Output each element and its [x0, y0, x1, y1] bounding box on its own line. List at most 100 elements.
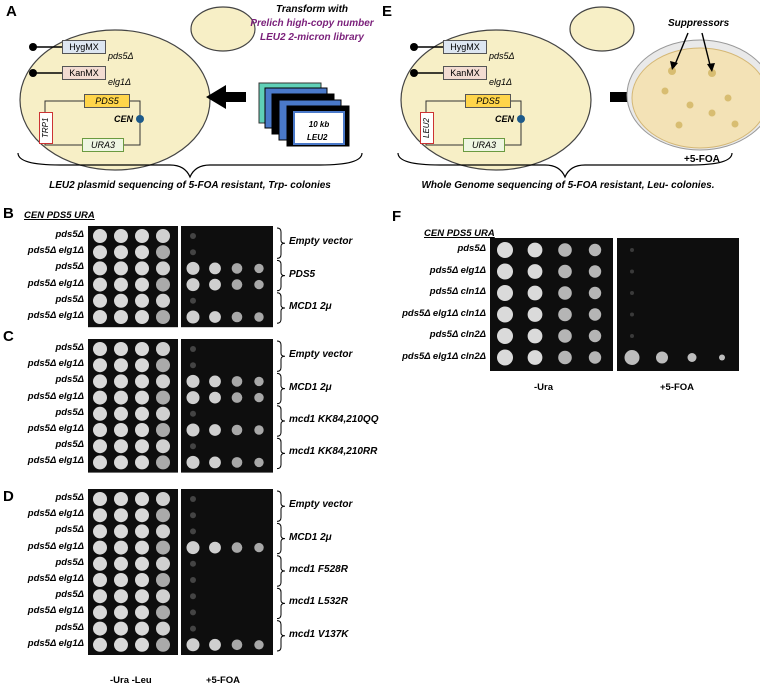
spot-right-c-6-0 — [190, 443, 196, 450]
spot-left-d-8-2 — [135, 621, 149, 636]
spot-left-d-7-2 — [135, 605, 149, 620]
spot-left-b-0-0 — [93, 229, 107, 243]
group-label-d-0: Empty vector — [289, 499, 353, 511]
group-label-b-0: Empty vector — [289, 236, 353, 248]
spot-left-c-2-3 — [156, 374, 170, 389]
spot-left-d-8-0 — [93, 621, 107, 636]
spot-right-b-3-1 — [209, 278, 221, 291]
spot-right-c-7-0 — [186, 455, 200, 469]
spot-left-c-1-1 — [114, 358, 128, 373]
spot-left-f-2-0 — [497, 285, 513, 301]
cen-label-e: CEN — [495, 114, 515, 124]
spot-left-d-7-0 — [93, 605, 107, 620]
spot-left-f-4-1 — [527, 328, 543, 344]
spot-right-b-2-0 — [186, 261, 200, 275]
spot-left-f-4-2 — [558, 329, 572, 343]
brace-c-1 — [276, 372, 286, 405]
spot-left-c-1-3 — [156, 358, 170, 373]
spot-left-d-5-3 — [156, 573, 170, 587]
spot-left-d-2-0 — [93, 524, 107, 539]
spot-left-f-0-1 — [527, 242, 543, 258]
spot-right-d-5-0 — [190, 577, 196, 583]
spot-left-d-1-3 — [156, 508, 170, 523]
brace-d-0 — [276, 490, 286, 522]
spot-right-d-4-0 — [190, 560, 196, 567]
row-label-d-1: pds5Δ elg1Δ — [27, 508, 84, 520]
ura3-box-e: URA3 — [463, 138, 505, 152]
group-label-d-2: mcd1 F528R — [289, 564, 348, 575]
spot-left-d-3-3 — [156, 540, 170, 555]
spot-right-d-3-0 — [186, 541, 200, 555]
spot-right-b-5-3 — [254, 312, 264, 322]
plasmid-marker-label: LEU2 — [307, 133, 328, 142]
spot-right-c-2-2 — [231, 376, 243, 387]
spot-left-b-4-1 — [114, 293, 128, 308]
spot-right-b-2-3 — [254, 263, 264, 274]
row-label-b-1: pds5Δ elg1Δ — [27, 245, 84, 257]
spot-right-c-7-3 — [254, 457, 264, 468]
group-label-b-1: PDS5 — [289, 268, 316, 280]
spot-left-d-1-2 — [135, 508, 149, 523]
spot-left-b-1-0 — [93, 245, 107, 260]
brace-b-2 — [276, 292, 286, 324]
spot-left-b-1-1 — [114, 245, 128, 260]
spot-right-f-1-0 — [630, 269, 634, 274]
spot-left-d-0-2 — [135, 492, 149, 506]
panel-letter-a: A — [6, 3, 17, 20]
spot-right-b-4-0 — [190, 297, 196, 304]
spot-right-b-2-1 — [209, 262, 221, 275]
spot-right-c-3-0 — [186, 391, 200, 405]
spot-left-c-4-3 — [156, 406, 170, 421]
spot-right-b-3-3 — [254, 279, 264, 290]
row-label-d-7: pds5Δ elg1Δ — [27, 605, 84, 617]
spot-left-d-4-3 — [156, 556, 170, 571]
spot-left-f-5-2 — [558, 350, 572, 365]
brace-d-3 — [276, 587, 286, 620]
transform-line-1: Transform with — [275, 4, 349, 15]
header-f: CEN PDS5 URA — [424, 228, 495, 239]
row-label-b-4: pds5Δ — [55, 293, 84, 305]
spot-right-f-5-3 — [719, 354, 725, 361]
brace-b-0 — [276, 227, 286, 259]
spot-left-d-6-2 — [135, 589, 149, 604]
row-label-f-5: pds5Δ elg1Δ cln2Δ — [402, 350, 486, 362]
plate-right-c — [181, 339, 273, 473]
spot-left-c-7-1 — [114, 455, 128, 470]
deletion-elg1-e: elg1Δ — [489, 77, 513, 87]
spot-left-b-2-1 — [114, 261, 128, 276]
spot-right-c-3-1 — [209, 391, 221, 404]
row-label-b-0: pds5Δ — [55, 229, 84, 240]
spot-left-c-7-2 — [135, 455, 149, 470]
row-label-b-3: pds5Δ elg1Δ — [27, 277, 84, 289]
spot-right-d-9-0 — [186, 638, 200, 652]
row-label-c-6: pds5Δ — [55, 439, 84, 451]
group-label-d-3: mcd1 L532R — [289, 596, 348, 608]
row-label-c-2: pds5Δ — [55, 374, 84, 386]
spot-left-d-3-0 — [93, 540, 107, 555]
row-label-c-1: pds5Δ elg1Δ — [27, 358, 84, 370]
row-label-f-1: pds5Δ elg1Δ — [429, 264, 486, 276]
spot-left-b-3-1 — [114, 277, 128, 292]
spot-right-d-1-0 — [190, 512, 196, 519]
spot-left-d-1-0 — [93, 508, 107, 523]
pds5-box-a: PDS5 — [84, 94, 130, 108]
spot-right-c-7-2 — [231, 457, 243, 468]
spot-right-d-8-0 — [190, 625, 196, 632]
plate-label-e: +5-FOA — [684, 154, 720, 165]
row-label-f-0: pds5Δ — [457, 243, 486, 254]
spot-left-d-0-1 — [114, 492, 128, 506]
spot-left-c-0-2 — [135, 342, 149, 356]
spot-left-b-5-2 — [135, 310, 149, 324]
spot-left-d-1-1 — [114, 508, 128, 523]
spot-right-c-3-2 — [231, 392, 243, 403]
kanmx-box-e: KanMX — [443, 66, 487, 80]
group-label-b-2: MCD1 2μ — [289, 301, 332, 312]
spot-right-c-5-3 — [254, 425, 264, 435]
spot-right-c-2-3 — [254, 376, 264, 387]
spot-right-d-6-0 — [190, 593, 196, 600]
group-label-c-0: Empty vector — [289, 349, 353, 361]
spot-left-b-3-2 — [135, 277, 149, 292]
plate-right-f — [617, 238, 739, 371]
spot-right-d-3-1 — [209, 541, 221, 554]
row-label-d-5: pds5Δ elg1Δ — [27, 573, 84, 584]
